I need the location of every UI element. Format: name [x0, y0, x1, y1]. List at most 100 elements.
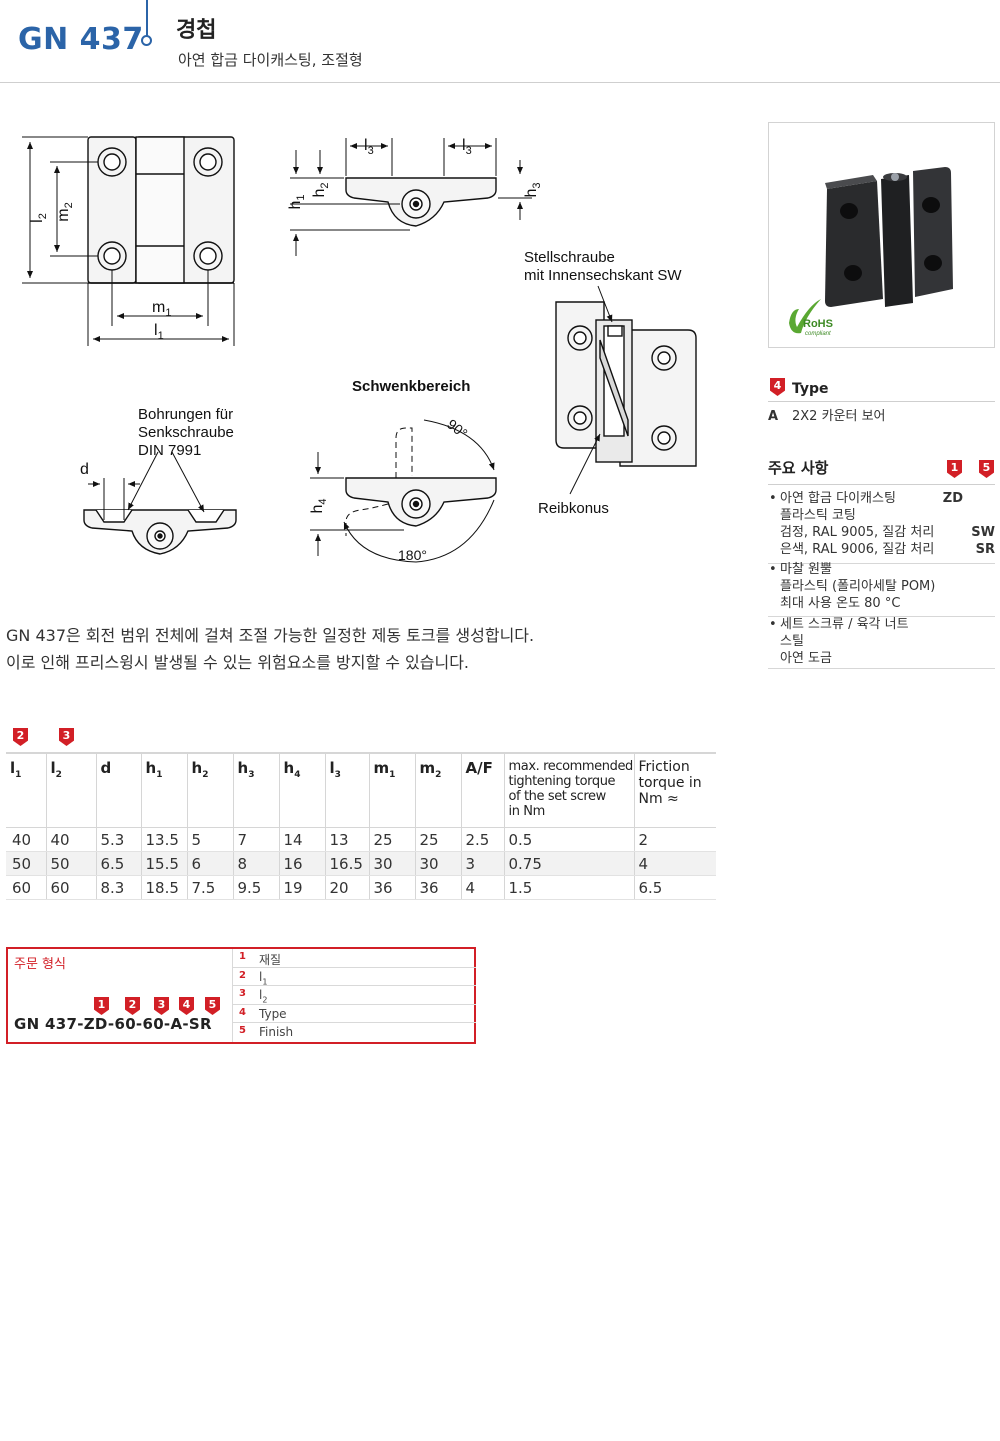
rohs-logo-sub: compliant — [805, 331, 831, 337]
col-d: d — [96, 752, 142, 828]
hinge-photo-illustration: RoHS compliant — [789, 167, 953, 337]
col-af: A/F — [461, 752, 505, 828]
order-code: GN 437-ZD-60-60-A-SR — [14, 1015, 212, 1033]
stellschraube-label-2: mit Innensechskant SW — [524, 267, 682, 284]
feature-zinc-2: 플라스틱 코팅 — [780, 508, 856, 523]
angle-180-label: 180° — [398, 547, 427, 563]
svg-text:h4: h4 — [309, 498, 329, 513]
type-label: 2X2 카운터 보어 — [792, 409, 886, 424]
order-title: 주문 형식 — [14, 957, 66, 972]
dim-d: d — [80, 461, 89, 478]
col-l1: l1 — [6, 752, 47, 828]
svg-text:h3: h3 — [523, 182, 543, 197]
rotation-view-dims — [310, 419, 495, 563]
badge-1: 1 — [947, 460, 962, 478]
dim-m1-sub: 1 — [165, 307, 171, 319]
header-divider-line — [146, 0, 148, 36]
feature-washer-1: 마찰 원뿔 — [780, 562, 832, 577]
col-m1: m1 — [369, 752, 416, 828]
badge-4: 4 — [770, 378, 785, 396]
col-h1: h1 — [141, 752, 188, 828]
side-view-dims — [290, 138, 532, 256]
feature-screw-3: 아연 도금 — [780, 651, 832, 666]
col-l2: l2 — [46, 752, 97, 828]
dim-m1: m — [152, 299, 165, 316]
product-photo: RoHS compliant — [768, 122, 995, 348]
description: GN 437은 회전 범위 전체에 걸쳐 조절 가능한 일정한 제동 토크를 생… — [6, 622, 534, 676]
svg-text:m1: m1 — [152, 299, 171, 319]
feature-zinc-1: 아연 합금 다이캐스팅 — [780, 491, 896, 506]
badge-2: 2 — [13, 728, 28, 746]
type-header: 4 Type — [768, 378, 995, 402]
product-code: GN 437 — [18, 22, 144, 57]
feature-zinc: 아연 합금 다이캐스팅 ZD 플라스틱 코팅 검정, RAL 9005, 질감 처… — [768, 490, 995, 564]
dim-l1: l — [154, 322, 158, 339]
bohrungen-label-3: DIN 7991 — [138, 442, 202, 459]
features-title: 주요 사항 — [768, 459, 829, 477]
feature-screw: 세트 스크류 / 육각 너트 스틸 아연 도금 — [768, 616, 995, 669]
feature-washer-2: 플라스틱 (폴리아세탈 POM) — [780, 579, 936, 594]
col-l3: l3 — [325, 752, 370, 828]
header-rule — [0, 82, 1000, 83]
svg-text:l3: l3 — [364, 137, 374, 157]
dim-h1: h — [287, 201, 304, 210]
badge-3: 3 — [59, 728, 74, 746]
description-line-2: 이로 인해 프리스윙시 발생될 수 있는 위험요소를 방지할 수 있습니다. — [6, 653, 470, 672]
svg-text:l3: l3 — [462, 137, 472, 157]
angle-90-label: 90° — [444, 416, 471, 442]
section-view — [555, 301, 697, 467]
schwenkbereich-label: Schwenkbereich — [352, 378, 471, 395]
dim-h3-sub: 3 — [531, 182, 543, 188]
bohrungen-label-1: Bohrungen für — [138, 406, 234, 423]
dim-h3: h — [523, 189, 540, 198]
feature-zinc-4: 은색, RAL 9006, 질감 처리 — [780, 542, 935, 557]
feature-screw-2: 스틸 — [780, 634, 804, 649]
code-sw: SW — [971, 525, 995, 540]
dim-h2-sub: 2 — [319, 182, 331, 188]
stellschraube-label-1: Stellschraube — [524, 249, 615, 266]
page-subtitle: 아연 합금 다이캐스팅, 조절형 — [178, 51, 363, 69]
col-h3: h3 — [233, 752, 280, 828]
dim-m2-sub: 2 — [63, 202, 75, 208]
col-h4: h4 — [279, 752, 326, 828]
reibkonus-label: Reibkonus — [538, 500, 609, 517]
order-badge-5: 5 — [205, 997, 220, 1015]
dim-l2: l — [29, 219, 46, 223]
code-zd: ZD — [942, 491, 963, 506]
countersunk-dims — [88, 451, 205, 520]
header-divider-dot — [141, 35, 152, 46]
table-header-row: l1 l2 d h1 h2 h3 h4 l3 m1 m2 A/F max. re… — [6, 752, 716, 828]
rohs-logo-text: RoHS — [803, 318, 833, 330]
feature-washer: 마찰 원뿔 플라스틱 (폴리아세탈 POM) 최대 사용 온도 80 °C — [768, 561, 995, 617]
bohrungen-label-2: Senkschraube — [138, 424, 234, 441]
dim-l1-sub: 1 — [158, 330, 164, 342]
section-leaders — [569, 285, 613, 495]
order-badge-1: 1 — [94, 997, 109, 1015]
feature-screw-1: 세트 스크류 / 육각 너트 — [780, 617, 909, 632]
code-sr: SR — [975, 542, 995, 557]
dim-l3a: l — [364, 137, 368, 154]
svg-text:m2: m2 — [55, 202, 75, 221]
order-badge-4: 4 — [179, 997, 194, 1015]
col-m2: m2 — [415, 752, 462, 828]
dim-h4: h — [309, 505, 326, 514]
feature-zinc-3: 검정, RAL 9005, 질감 처리 — [780, 525, 935, 540]
dim-l3a-sub: 3 — [368, 145, 374, 157]
dim-l3b: l — [462, 137, 466, 154]
dim-h4-sub: 4 — [317, 498, 329, 504]
description-line-1: GN 437은 회전 범위 전체에 걸쳐 조절 가능한 일정한 제동 토크를 생… — [6, 626, 535, 645]
badge-5: 5 — [979, 460, 994, 478]
dim-m2: m — [55, 208, 72, 221]
svg-text:l1: l1 — [154, 322, 164, 342]
dim-h2: h — [311, 189, 328, 198]
page-title: 경첩 — [176, 18, 217, 43]
